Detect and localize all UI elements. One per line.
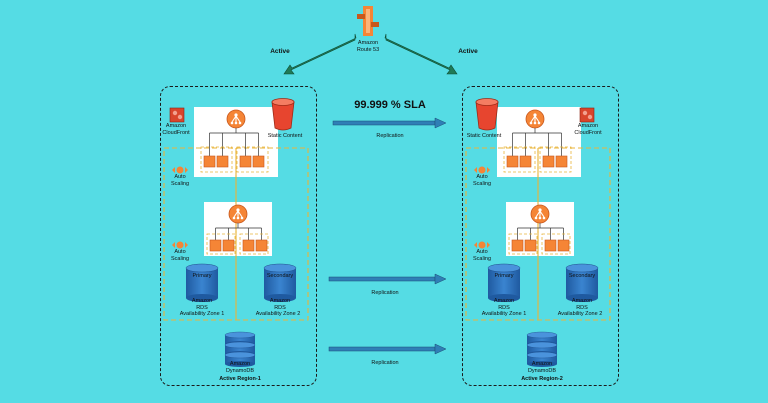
sla-label: 99.999 % SLA bbox=[354, 99, 426, 111]
app-load-balancer-icon bbox=[530, 204, 550, 224]
availability-zone-2-box bbox=[537, 147, 611, 321]
app-instance-icon bbox=[544, 239, 557, 252]
availability-zone-2-label: Availability Zone 2 bbox=[557, 311, 603, 317]
active-label-right: Active bbox=[458, 48, 478, 55]
availability-zone-1-label: Availability Zone 1 bbox=[179, 311, 225, 317]
region-2-boundary bbox=[462, 86, 619, 386]
app-instance-icon bbox=[255, 239, 268, 252]
active-label-left: Active bbox=[270, 48, 290, 55]
active-arrow-left bbox=[283, 33, 357, 75]
rds-secondary-label: Secondary bbox=[568, 273, 596, 279]
cloudfront-icon bbox=[169, 107, 185, 123]
availability-zone-1-box bbox=[465, 147, 539, 321]
web-instance-icon bbox=[555, 155, 568, 168]
cloudfront-icon bbox=[579, 107, 595, 123]
replication-label-2: Replication bbox=[371, 290, 399, 296]
app-load-balancer-icon bbox=[228, 204, 248, 224]
static-content-label: Static Content bbox=[466, 133, 502, 139]
web-instance-icon bbox=[252, 155, 265, 168]
dynamodb-icon bbox=[526, 331, 558, 367]
availability-zone-1-box bbox=[163, 147, 237, 321]
web-instance-icon bbox=[542, 155, 555, 168]
replication-label-3: Replication bbox=[371, 360, 399, 366]
replication-arrow-3 bbox=[328, 343, 447, 355]
web-instance-icon bbox=[239, 155, 252, 168]
rds-secondary-icon bbox=[263, 263, 297, 302]
auto-scaling-icon bbox=[172, 241, 188, 249]
replication-label-1: Replication bbox=[376, 133, 404, 139]
rds-primary-icon bbox=[487, 263, 521, 302]
availability-zone-1-label: Availability Zone 1 bbox=[481, 311, 527, 317]
rds-secondary-icon bbox=[565, 263, 599, 302]
region-label: Active Region-2 bbox=[521, 376, 563, 382]
web-instance-icon bbox=[203, 155, 216, 168]
static-content-label: Static Content bbox=[267, 133, 303, 139]
web-instance-icon bbox=[519, 155, 532, 168]
region-1-boundary bbox=[160, 86, 317, 386]
app-instance-icon bbox=[242, 239, 255, 252]
rds-primary-icon bbox=[185, 263, 219, 302]
region-label: Active Region-1 bbox=[219, 376, 261, 382]
rds-primary-label: Primary bbox=[494, 273, 514, 279]
web-instance-icon bbox=[216, 155, 229, 168]
web-instance-icon bbox=[506, 155, 519, 168]
auto-scaling-icon bbox=[172, 166, 188, 174]
route53-icon bbox=[357, 6, 379, 36]
replication-arrow-2 bbox=[328, 273, 447, 285]
app-instance-icon bbox=[511, 239, 524, 252]
static-content-bucket-icon bbox=[271, 98, 295, 131]
availability-zone-2-box bbox=[235, 147, 309, 321]
app-instance-icon bbox=[209, 239, 222, 252]
app-instance-icon bbox=[557, 239, 570, 252]
app-instance-icon bbox=[524, 239, 537, 252]
app-instance-icon bbox=[222, 239, 235, 252]
replication-arrow-1 bbox=[332, 117, 447, 129]
dynamodb-icon bbox=[224, 331, 256, 367]
rds-secondary-label: Secondary bbox=[266, 273, 294, 279]
auto-scaling-icon bbox=[474, 241, 490, 249]
auto-scaling-icon bbox=[474, 166, 490, 174]
rds-primary-label: Primary bbox=[192, 273, 212, 279]
static-content-bucket-icon bbox=[475, 98, 499, 131]
availability-zone-2-label: Availability Zone 2 bbox=[255, 311, 301, 317]
active-arrow-right bbox=[384, 33, 458, 75]
